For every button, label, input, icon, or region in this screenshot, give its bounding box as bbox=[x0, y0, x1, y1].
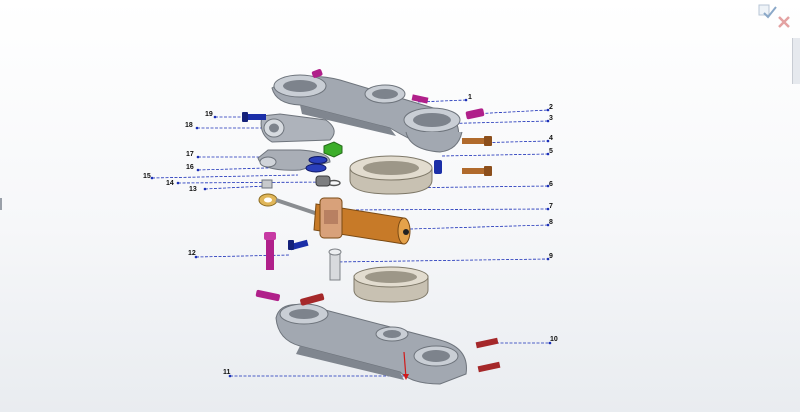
lower-triple-clamp[interactable] bbox=[275, 303, 467, 385]
bolts[interactable] bbox=[242, 68, 501, 373]
callout-11[interactable]: 11 bbox=[223, 369, 231, 376]
callout-18[interactable]: 18 bbox=[185, 122, 193, 129]
steering-damper[interactable] bbox=[258, 193, 411, 245]
spacer-13[interactable] bbox=[261, 179, 273, 189]
callout-15[interactable]: 15 bbox=[143, 173, 151, 180]
center-bolt[interactable] bbox=[328, 248, 342, 281]
callout-7[interactable]: 7 bbox=[549, 203, 553, 210]
callout-3[interactable]: 3 bbox=[549, 115, 553, 122]
callout-4[interactable]: 4 bbox=[549, 135, 553, 142]
callout-12[interactable]: 12 bbox=[188, 250, 196, 257]
callout-8[interactable]: 8 bbox=[549, 219, 553, 226]
blue-washer[interactable] bbox=[308, 156, 328, 164]
callout-9[interactable]: 9 bbox=[549, 253, 553, 260]
callout-16[interactable]: 16 bbox=[186, 164, 194, 171]
callout-13[interactable]: 13 bbox=[189, 186, 197, 193]
callout-14[interactable]: 14 bbox=[166, 180, 174, 187]
red-dimension-line bbox=[403, 351, 407, 379]
close-x-icon[interactable] bbox=[776, 14, 792, 30]
collar-14[interactable] bbox=[315, 175, 331, 187]
upper-triple-clamp[interactable] bbox=[271, 74, 463, 153]
green-nut[interactable] bbox=[323, 141, 343, 158]
lower-bearing-ring[interactable] bbox=[353, 266, 429, 303]
callout-10[interactable]: 10 bbox=[550, 336, 558, 343]
callout-5[interactable]: 5 bbox=[549, 148, 553, 155]
confirm-check-icon[interactable] bbox=[756, 2, 778, 20]
callout-6[interactable]: 6 bbox=[549, 181, 553, 188]
callout-2[interactable]: 2 bbox=[549, 104, 553, 111]
leader-endpoints bbox=[150, 98, 552, 378]
upper-bearing-ring[interactable] bbox=[349, 155, 433, 195]
callout-1[interactable]: 1 bbox=[468, 94, 472, 101]
left-edge-marker bbox=[0, 198, 2, 210]
callout-19[interactable]: 19 bbox=[205, 111, 213, 118]
blue-washer-lower[interactable] bbox=[305, 163, 327, 173]
callout-17[interactable]: 17 bbox=[186, 151, 194, 158]
right-panel-tab[interactable] bbox=[792, 38, 800, 84]
